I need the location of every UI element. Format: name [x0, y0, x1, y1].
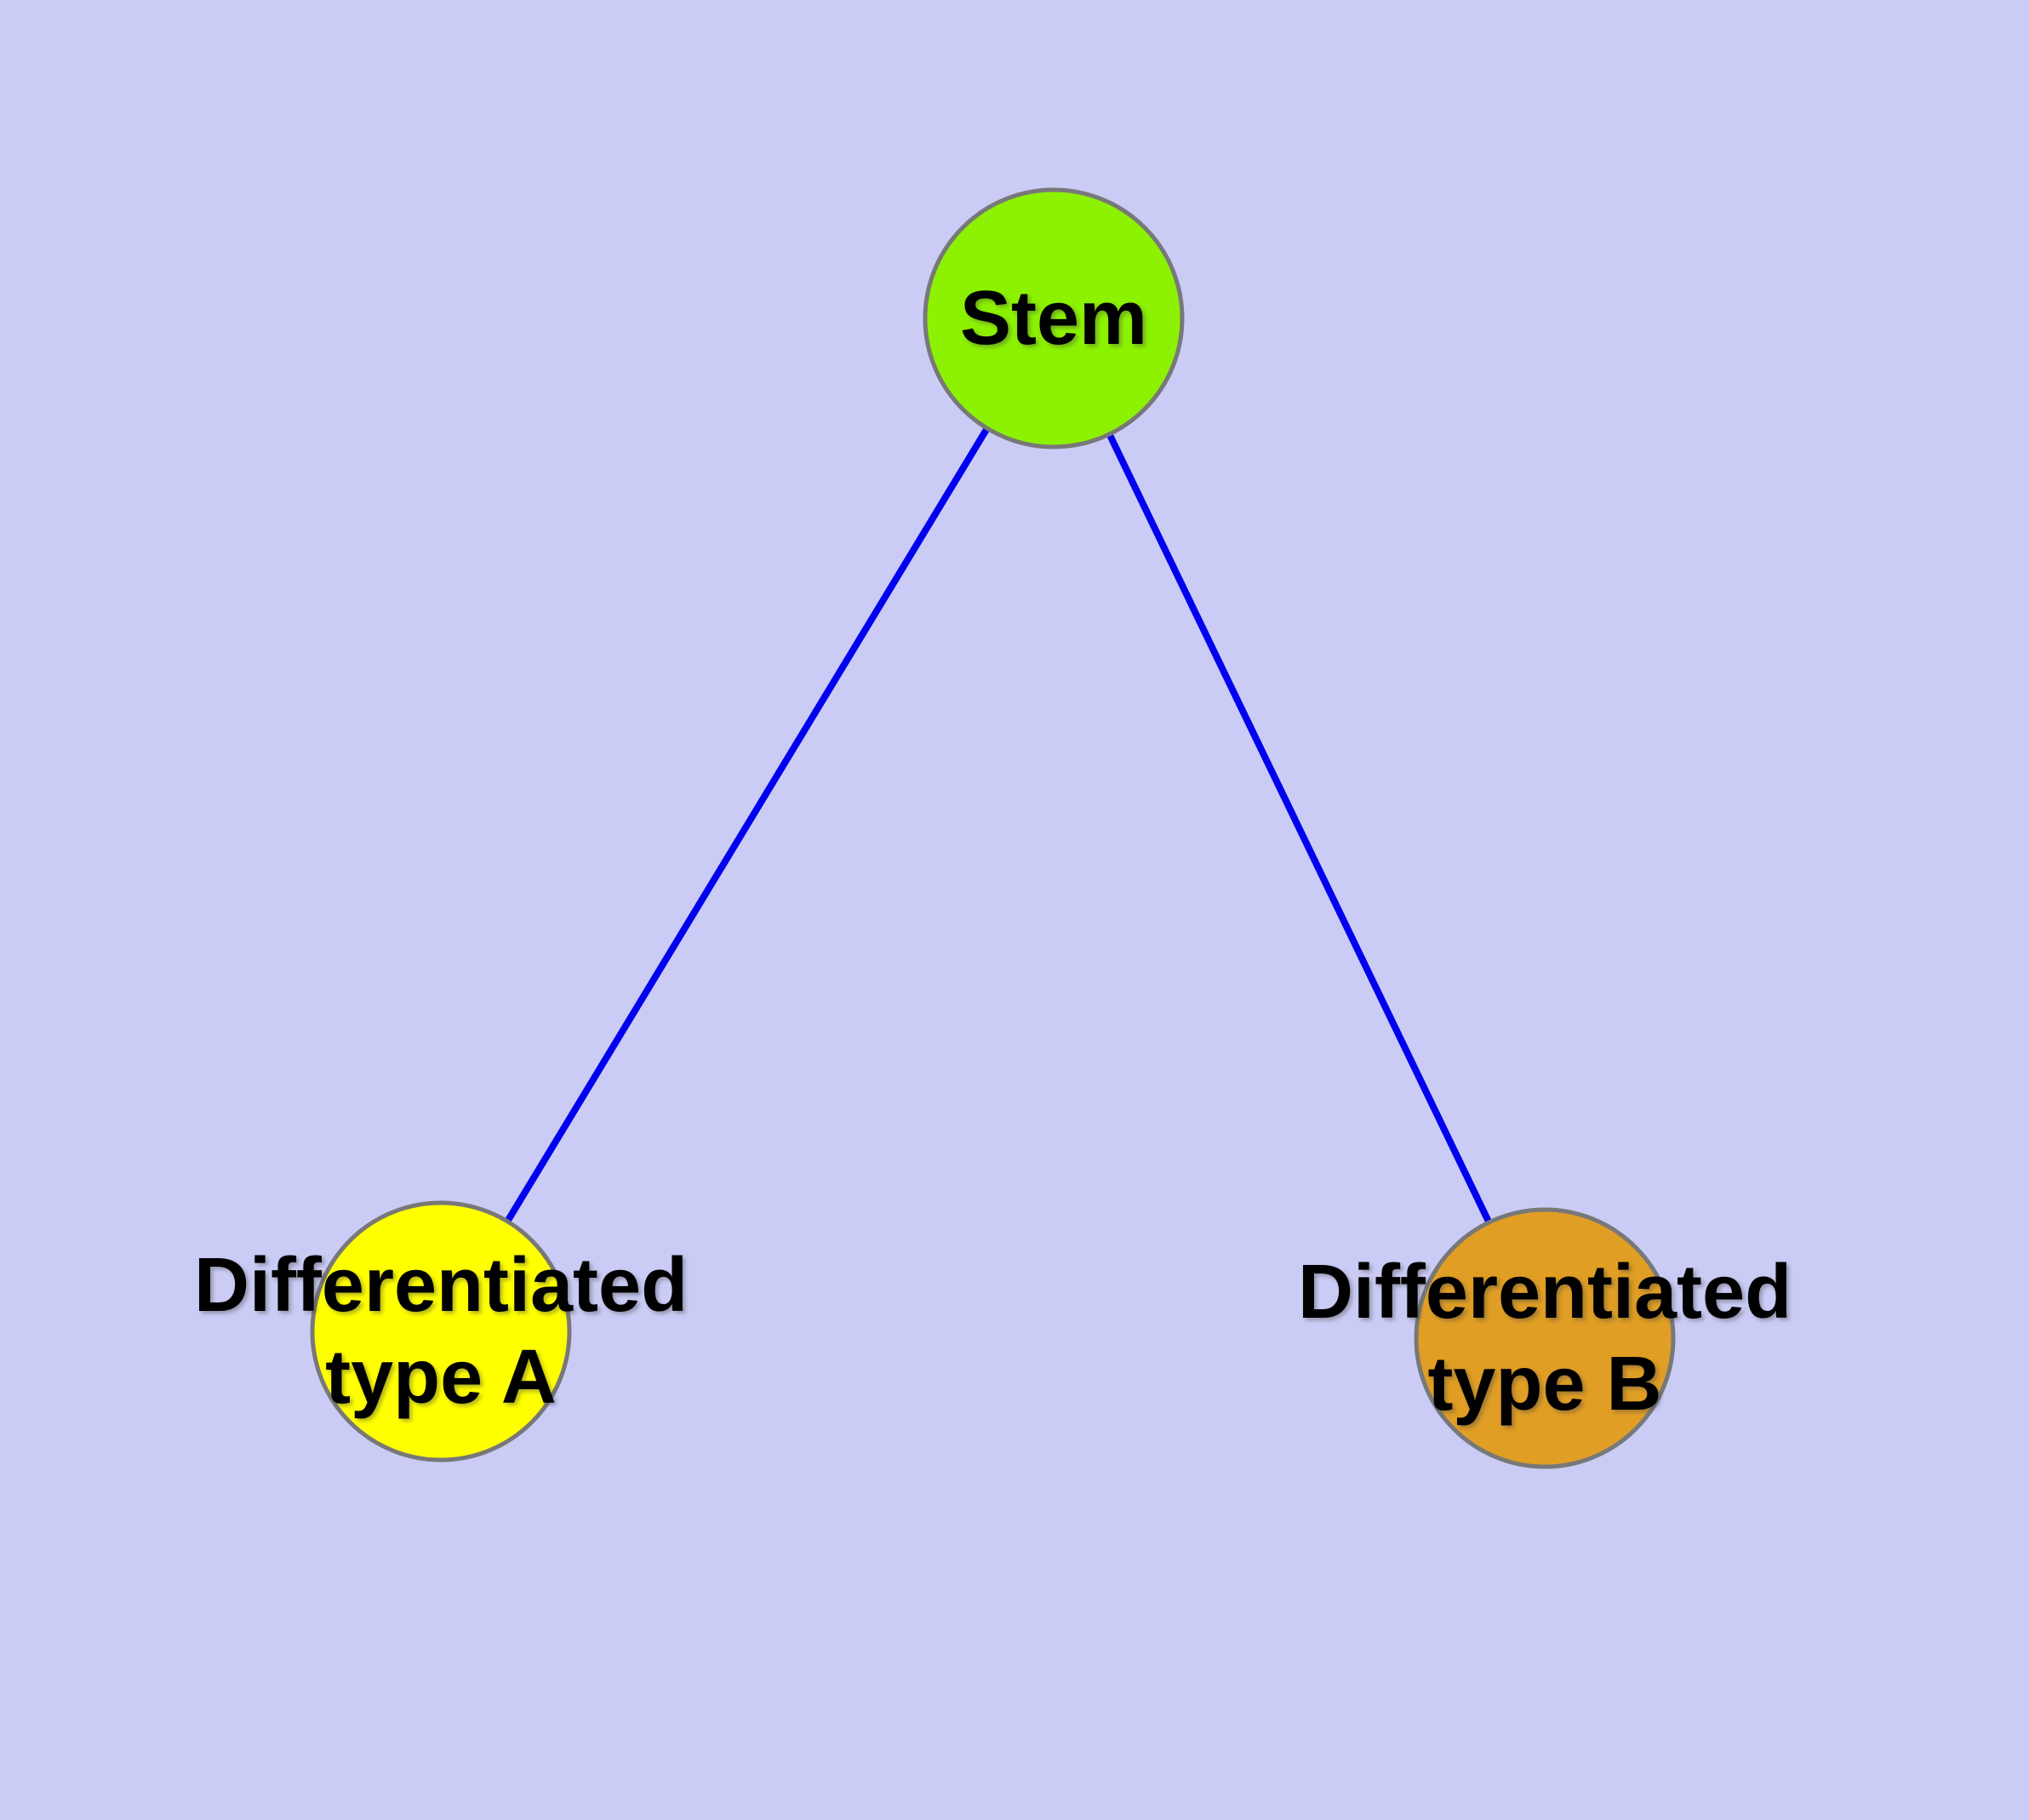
node-stem-circle: [923, 187, 1185, 449]
node-type-b-circle: [1414, 1207, 1676, 1469]
edge-stem-to-type-a: [437, 316, 1057, 1334]
node-type-a-circle: [310, 1200, 572, 1462]
edge-stem-to-type-b: [1050, 317, 1548, 1340]
